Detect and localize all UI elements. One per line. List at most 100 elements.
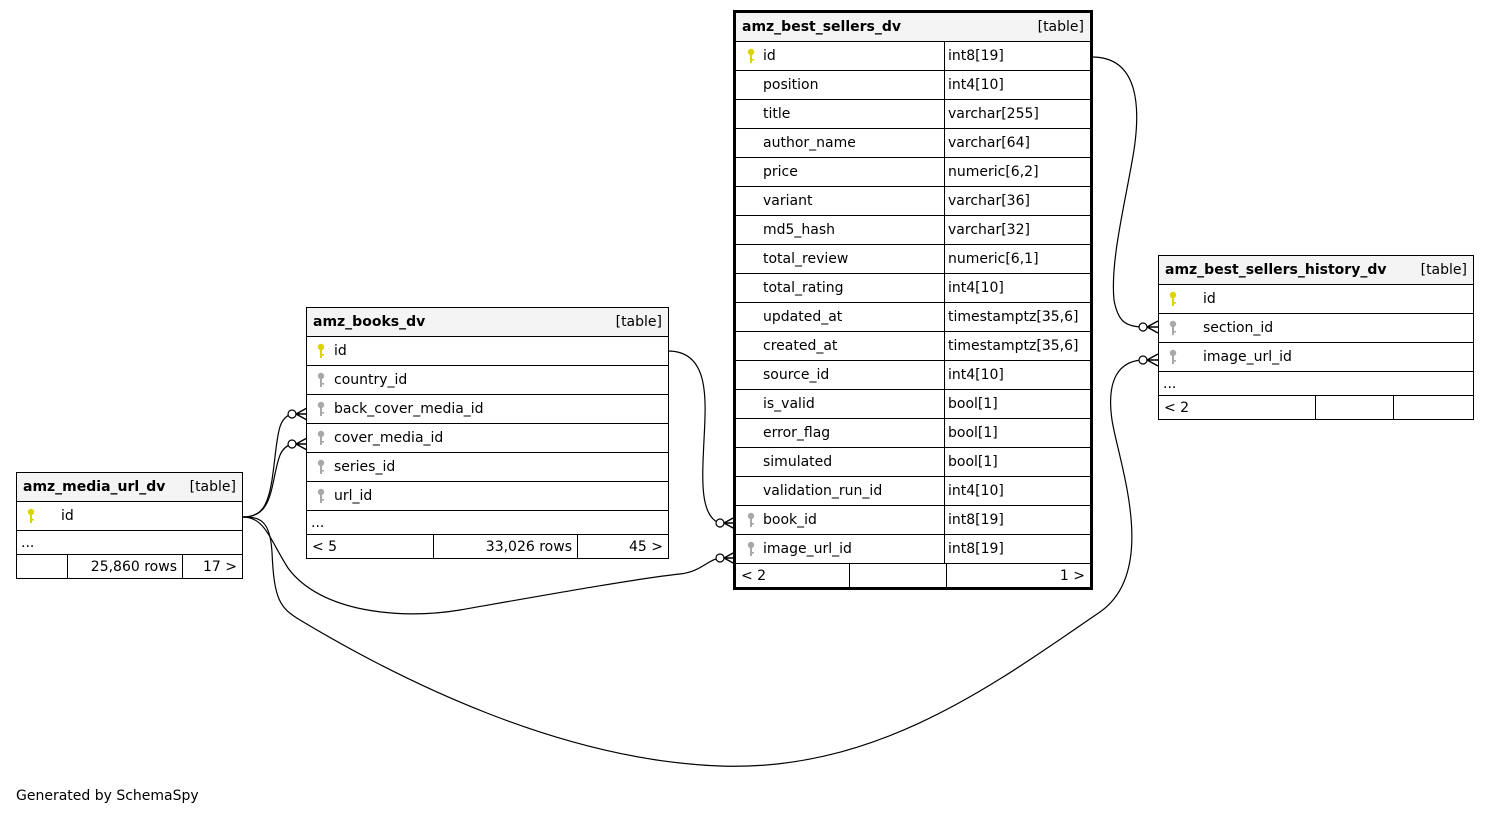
table-name: amz_books_dv [313, 314, 426, 330]
parents-count[interactable]: < 2 [1164, 399, 1190, 416]
column-type: numeric[6,1] [944, 245, 1090, 273]
table-kind: [table] [1037, 19, 1084, 35]
column-row[interactable]: id [17, 502, 242, 531]
optional-marker-history-image-url [1138, 355, 1148, 365]
parents-count[interactable]: < 5 [312, 538, 338, 555]
column-name: id [334, 343, 347, 359]
row-count [1315, 396, 1393, 419]
foreign-key-icon [746, 512, 756, 528]
column-name: image_url_id [1203, 349, 1292, 365]
children-count[interactable]: 1 > [946, 564, 1090, 587]
column-name: book_id [763, 512, 817, 528]
column-type: timestamptz[35,6] [944, 332, 1090, 360]
table-amz-best-sellers-history-dv[interactable]: amz_best_sellers_history_dv[table]id sect… [1158, 255, 1474, 420]
column-row[interactable]: series_id [307, 453, 668, 482]
column-name: cover_media_id [334, 430, 444, 446]
column-type: int8[19] [944, 535, 1090, 563]
table-header[interactable]: amz_books_dv [table] [307, 308, 668, 337]
foreign-key-icon [316, 488, 326, 504]
table-header[interactable]: amz_media_url_dv[table] [17, 473, 242, 502]
column-type: varchar[36] [944, 187, 1090, 215]
table-header[interactable]: amz_best_sellers_history_dv[table] [1159, 256, 1473, 285]
foreign-key-icon [316, 401, 326, 417]
foreign-key-icon [1168, 349, 1178, 365]
column-row[interactable]: image_url_id int8[19] [736, 535, 1090, 564]
parents-count[interactable]: < 2 [741, 567, 767, 584]
column-name: image_url_id [763, 541, 852, 557]
row-count: 25,860 rows [67, 555, 182, 578]
parents-count[interactable] [17, 555, 67, 578]
foreign-key-icon [316, 430, 326, 446]
table-footer: < 2 [1159, 396, 1473, 419]
table-name: amz_best_sellers_history_dv [1165, 262, 1387, 278]
column-type: bool[1] [944, 448, 1090, 476]
generated-by-label: Generated by SchemaSpy [16, 788, 199, 804]
table-amz-books-dv[interactable]: amz_books_dv [table] id country_id back_cove… [306, 307, 669, 559]
column-type: varchar[32] [944, 216, 1090, 244]
column-name: id [1203, 291, 1216, 307]
row-count: 33,026 rows [433, 535, 577, 558]
column-row[interactable]: variant varchar[36] [736, 187, 1090, 216]
column-row[interactable]: position int4[10] [736, 71, 1090, 100]
column-name: variant [763, 193, 813, 209]
column-row[interactable]: created_at timestamptz[35,6] [736, 332, 1090, 361]
primary-key-icon [746, 48, 756, 64]
column-row[interactable]: id [307, 337, 668, 366]
crowsfoot-section-id [1146, 320, 1159, 334]
column-name: back_cover_media_id [334, 401, 484, 417]
foreign-key-icon [316, 372, 326, 388]
optional-marker-back-cover-media [287, 409, 297, 419]
table-name: amz_media_url_dv [23, 479, 166, 495]
column-row[interactable]: url_id [307, 482, 668, 511]
relationship-line-cover-media [242, 443, 293, 518]
relationship-line-section-id [1091, 56, 1142, 328]
table-header[interactable]: amz_best_sellers_dv [table] [736, 13, 1090, 42]
more-columns-indicator[interactable]: ... [17, 531, 242, 555]
column-row[interactable]: cover_media_id [307, 424, 668, 453]
primary-key-icon [26, 508, 36, 524]
column-type: int4[10] [944, 71, 1090, 99]
crowsfoot-history-image-url [1146, 353, 1159, 367]
column-row[interactable]: country_id [307, 366, 668, 395]
column-name: created_at [763, 338, 838, 354]
column-name: updated_at [763, 309, 843, 325]
column-row[interactable]: id [1159, 285, 1473, 314]
column-row[interactable]: price numeric[6,2] [736, 158, 1090, 187]
children-count[interactable]: 45 > [577, 535, 668, 558]
column-type: numeric[6,2] [944, 158, 1090, 186]
column-name: position [763, 77, 819, 93]
table-kind: [table] [615, 314, 662, 330]
children-count[interactable] [1393, 396, 1473, 419]
foreign-key-icon [1168, 320, 1178, 336]
more-columns-indicator[interactable]: ... [307, 511, 668, 535]
children-count[interactable]: 17 > [182, 555, 242, 578]
column-type: int4[10] [944, 361, 1090, 389]
column-row[interactable]: section_id [1159, 314, 1473, 343]
foreign-key-icon [746, 541, 756, 557]
column-name: author_name [763, 135, 856, 151]
relationship-line-book-id [667, 350, 720, 524]
column-name: price [763, 164, 798, 180]
table-name: amz_best_sellers_dv [742, 19, 902, 35]
column-row[interactable]: image_url_id [1159, 343, 1473, 372]
more-columns-indicator[interactable]: ... [1159, 372, 1473, 396]
column-row[interactable]: back_cover_media_id [307, 395, 668, 424]
relationship-line-back-cover-media [242, 413, 293, 518]
column-name: section_id [1203, 320, 1274, 336]
